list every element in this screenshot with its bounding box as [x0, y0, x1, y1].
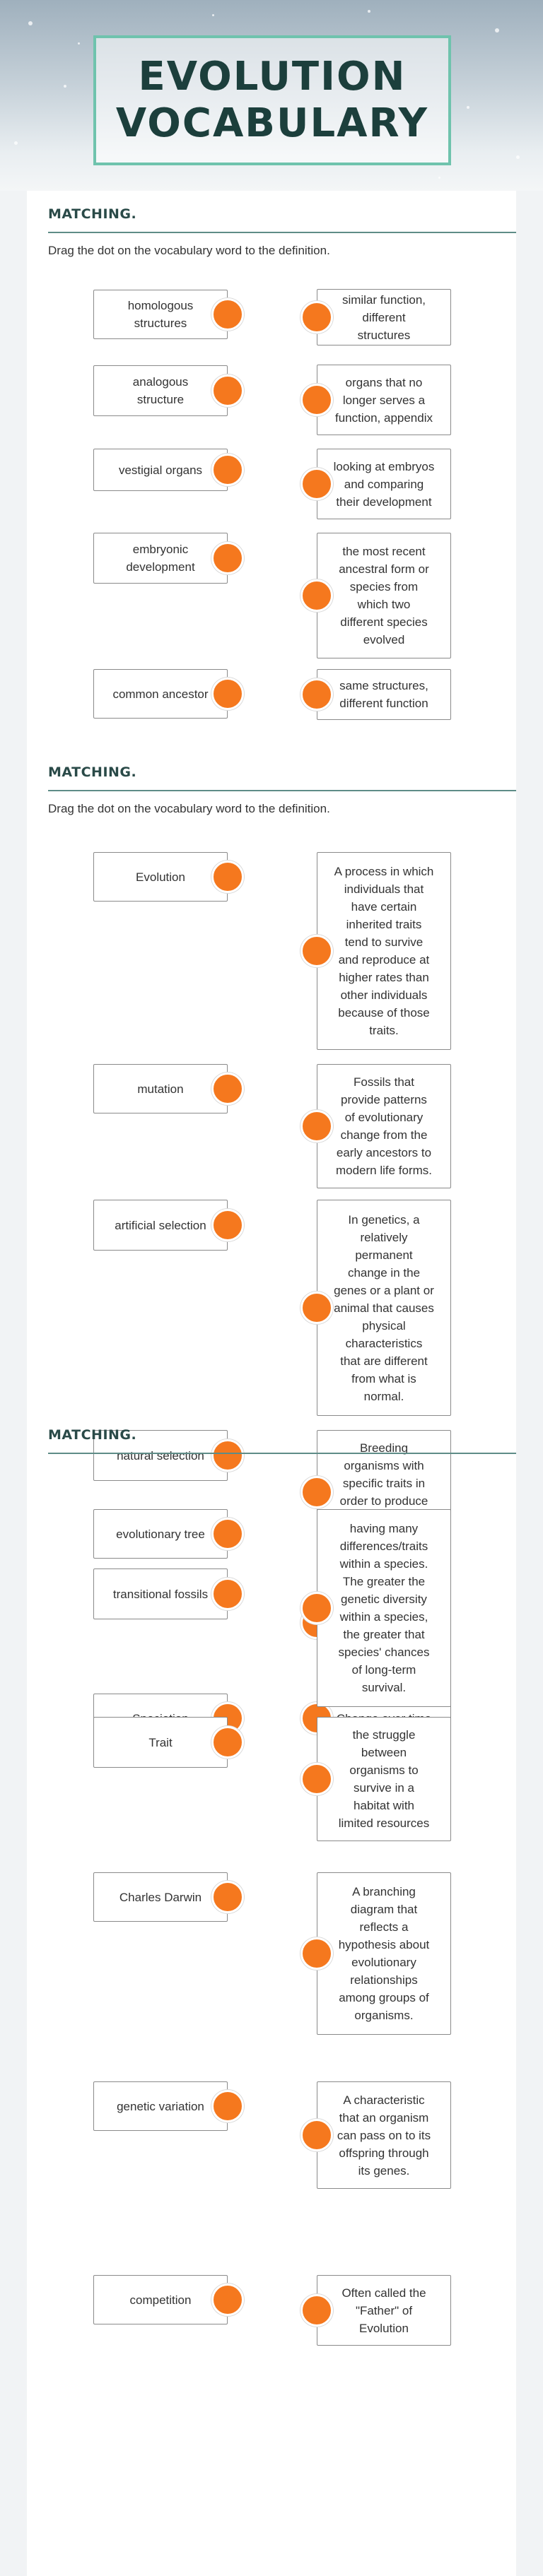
definition-card: same structures, different function [317, 669, 451, 720]
drop-target-dot[interactable] [300, 1763, 333, 1795]
drag-dot-handle[interactable] [211, 1518, 244, 1550]
vocab-word-card: competition [93, 2275, 228, 2324]
header-banner: EVOLUTION VOCABULARY [0, 0, 543, 191]
vocab-word-card: vestigial organs [93, 449, 228, 491]
section-title: MATCHING. [48, 206, 137, 222]
drop-target-dot[interactable] [300, 1937, 333, 1970]
drop-target-dot[interactable] [300, 301, 333, 333]
vocab-word-card: mutation [93, 1064, 228, 1113]
drop-target-dot[interactable] [300, 1592, 333, 1624]
drag-dot-handle[interactable] [211, 374, 244, 407]
section-title: MATCHING. [48, 1427, 137, 1443]
drag-dot-handle[interactable] [211, 454, 244, 486]
drop-target-dot[interactable] [300, 384, 333, 416]
vocab-word-card: artificial selection [93, 1200, 228, 1251]
vocab-word-card: Evolution [93, 852, 228, 902]
drop-target-dot[interactable] [300, 678, 333, 711]
definition-card: similar function, different structures [317, 289, 451, 345]
drag-dot-handle[interactable] [211, 1073, 244, 1105]
drag-dot-handle[interactable] [211, 542, 244, 574]
drag-dot-handle[interactable] [211, 2283, 244, 2316]
drag-dot-handle[interactable] [211, 861, 244, 893]
vocab-word-card: Charles Darwin [93, 1872, 228, 1922]
drag-dot-handle[interactable] [211, 678, 244, 710]
definition-card: looking at embryos and comparing their d… [317, 449, 451, 519]
vocab-word-card: embryonic development [93, 533, 228, 584]
definition-card: the most recent ancestral form or specie… [317, 533, 451, 658]
section-divider [48, 232, 516, 233]
definition-card: Often called the "Father" of Evolution [317, 2275, 451, 2346]
definition-card: A process in which individuals that have… [317, 852, 451, 1050]
vocab-word-card: Trait [93, 1717, 228, 1768]
worksheet-panel: MATCHING. Drag the dot on the vocabulary … [27, 191, 516, 2576]
matching-section: MATCHING. Drag the dot on the vocabulary … [27, 764, 516, 1743]
drop-target-dot[interactable] [300, 468, 333, 500]
definition-card: organs that no longer serves a function,… [317, 365, 451, 435]
drag-dot-handle[interactable] [211, 1881, 244, 1913]
drag-dot-handle[interactable] [211, 298, 244, 331]
drag-dot-handle[interactable] [211, 1209, 244, 1241]
drop-target-dot[interactable] [300, 1110, 333, 1142]
drop-target-dot[interactable] [300, 2119, 333, 2151]
vocab-word-card: natural selection [93, 1430, 228, 1481]
drop-target-dot[interactable] [300, 579, 333, 612]
definition-card: In genetics, a relatively permanent chan… [317, 1200, 451, 1416]
drag-dot-handle[interactable] [211, 1439, 244, 1472]
vocab-word-card: genetic variation [93, 2081, 228, 2131]
vocab-word-card: common ancestor [93, 669, 228, 719]
vocab-word-card: transitional fossils [93, 1568, 228, 1619]
vocab-word-card: analogous structure [93, 365, 228, 416]
section-divider [48, 790, 516, 791]
definition-card: Fossils that provide patterns of evoluti… [317, 1064, 451, 1188]
vocab-word-card: homologous structures [93, 290, 228, 339]
drag-dot-handle[interactable] [211, 2090, 244, 2122]
page-title-line1: EVOLUTION [138, 54, 407, 100]
section-instructions: Drag the dot on the vocabulary word to t… [48, 802, 330, 815]
drop-target-dot[interactable] [300, 2294, 333, 2327]
drop-target-dot[interactable] [300, 1476, 333, 1508]
drag-dot-handle[interactable] [211, 1726, 244, 1759]
definition-card: A characteristic that an organism can pa… [317, 2081, 451, 2189]
definition-card: having many differences/traits within a … [317, 1509, 451, 1707]
matching-section: MATCHING. Drag the dot on the vocabulary … [27, 206, 516, 720]
drop-target-dot[interactable] [300, 1292, 333, 1324]
vocab-word-card: evolutionary tree [93, 1509, 228, 1559]
definition-card: A branching diagram that reflects a hypo… [317, 1872, 451, 2035]
title-box: EVOLUTION VOCABULARY [93, 35, 451, 165]
section-instructions: Drag the dot on the vocabulary word to t… [48, 244, 330, 257]
section-title: MATCHING. [48, 764, 137, 780]
page-title-line2: VOCABULARY [115, 100, 429, 146]
drag-dot-handle[interactable] [211, 1578, 244, 1610]
definition-card: the struggle between organisms to surviv… [317, 1717, 451, 1841]
drop-target-dot[interactable] [300, 935, 333, 967]
section-divider [48, 1453, 516, 1454]
